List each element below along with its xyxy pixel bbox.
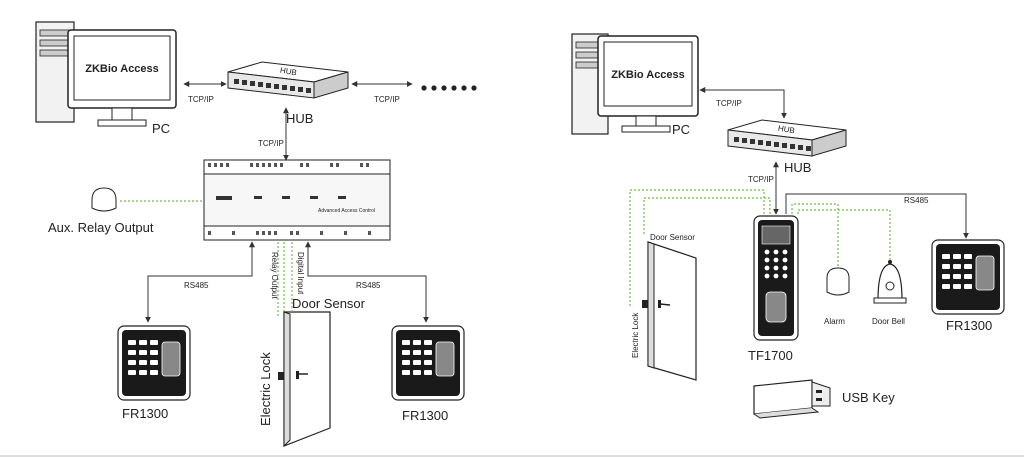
right-pc-label: PC <box>672 122 690 137</box>
alarm-label: Alarm <box>824 317 845 326</box>
reader-right-label: FR1300 <box>402 408 448 423</box>
left-door-sensor-label: Door Sensor <box>292 296 366 311</box>
fr1300-reader-left-icon <box>117 325 191 401</box>
usb-key-label: USB Key <box>842 390 895 405</box>
left-tcpip-1: TCP/IP <box>188 95 214 104</box>
left-rs485-link-b <box>305 241 429 323</box>
left-electric-lock-label: Electric Lock <box>258 352 273 426</box>
reader-left-label: FR1300 <box>122 406 168 421</box>
aux-relay-label: Aux. Relay Output <box>48 220 154 235</box>
fr1300-reader-right-icon <box>391 325 465 401</box>
door-bell-icon <box>873 260 907 304</box>
usb-key-icon <box>753 379 831 419</box>
tf1700-terminal-icon <box>753 215 799 341</box>
alarm-icon <box>826 267 850 296</box>
right-reader-label: FR1300 <box>946 318 992 333</box>
left-tcpip-3: TCP/IP <box>258 139 284 148</box>
right-hub-text: HUB <box>777 124 795 136</box>
left-pc-label: PC <box>152 121 170 136</box>
more-devices-dots <box>421 85 477 91</box>
fr1300-reader-icon <box>931 239 1005 315</box>
right-lock-wire <box>629 189 765 306</box>
left-rs485-b: RS485 <box>356 281 381 290</box>
left-hub-icon <box>227 61 349 99</box>
left-rs485-link-a <box>145 241 255 323</box>
right-pc-hub-link <box>699 87 787 119</box>
left-screen-text: ZKBio Access <box>85 63 159 75</box>
right-monitor-icon <box>597 35 699 133</box>
monitor-icon <box>67 29 177 127</box>
right-tcpip-1: TCP/IP <box>716 99 742 108</box>
right-bell-wire <box>797 209 891 262</box>
aux-relay-icon <box>91 187 117 212</box>
right-sensor-wire <box>643 197 771 236</box>
right-alarm-wire <box>791 203 839 270</box>
right-rs485: RS485 <box>904 196 929 205</box>
door-icon <box>278 311 331 448</box>
access-controller-icon <box>203 159 391 241</box>
right-electric-lock-label: Electric Lock <box>631 312 640 358</box>
right-screen-text: ZKBio Access <box>611 69 685 81</box>
left-hub-text: HUB <box>279 66 297 78</box>
right-tcpip-2: TCP/IP <box>748 175 774 184</box>
digital-input-label: Digital Input <box>296 252 305 295</box>
right-diagram: ZKBio Access PC TCP/IP HUB HUB TCP/IP RS… <box>571 33 1005 419</box>
right-door-icon <box>642 241 697 381</box>
left-rs485-a: RS485 <box>184 281 209 290</box>
left-tcpip-2: TCP/IP <box>374 95 400 104</box>
relay-output-label: Relay Output <box>270 252 279 299</box>
terminal-label: TF1700 <box>748 348 793 363</box>
right-door-sensor-label: Door Sensor <box>650 233 695 242</box>
controller-model-text: Advanced Access Control <box>318 208 375 214</box>
door-bell-label: Door Bell <box>872 317 905 326</box>
left-hub-label: HUB <box>286 111 313 126</box>
left-diagram: ZKBio Access PC TCP/IP HUB HUB TCP/IP <box>35 21 477 448</box>
right-hub-icon <box>727 119 847 157</box>
right-hub-label: HUB <box>784 160 811 175</box>
right-rs485-link <box>785 193 969 239</box>
